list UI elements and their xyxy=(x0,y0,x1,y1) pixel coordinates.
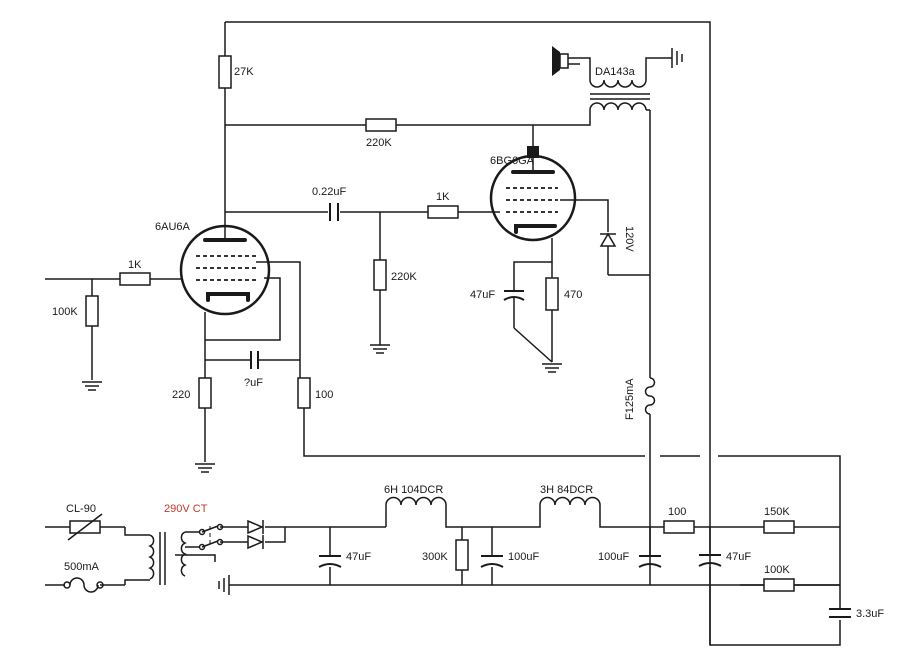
resistor-220k-feedback: 220K xyxy=(365,118,397,149)
choke-3h: 3H 84DCR xyxy=(539,484,601,506)
capacitor-47uf-2-label: 47uF xyxy=(726,551,751,563)
choke-6h: 6H 104DCR xyxy=(384,484,447,506)
resistor-100k-supply: 100K xyxy=(763,564,795,592)
resistor-1k-grid2: 1K xyxy=(427,191,459,219)
resistor-220k-grid: 220K xyxy=(373,259,417,291)
ground-symbol xyxy=(218,575,230,595)
capacitor-47uf-2: 47uF xyxy=(698,551,751,567)
power-transformer-label: 290V CT xyxy=(164,503,208,515)
resistor-220-cathode-label: 220 xyxy=(172,389,190,401)
capacitor-100uf-2-label: 100uF xyxy=(598,551,629,563)
resistor-100k-supply-label: 100K xyxy=(764,564,790,576)
capacitor-unknown: ?uF xyxy=(244,351,263,389)
resistor-100-feedback-label: 100 xyxy=(315,389,333,401)
capacitor-3-3uf: 3.3uF xyxy=(829,608,884,620)
capacitor-47uf-1-label: 47uF xyxy=(346,551,371,563)
rectifier-diodes xyxy=(247,519,264,550)
ground-symbol xyxy=(671,48,683,68)
capacitor-coupling: 0.22uF xyxy=(312,186,347,221)
resistor-1k-grid2-label: 1K xyxy=(436,191,450,203)
power-transformer: 290V CT xyxy=(148,503,208,585)
choke-6h-label: 6H 104DCR xyxy=(384,484,443,496)
resistor-150k: 150K xyxy=(763,506,795,534)
ground-symbol xyxy=(542,363,562,373)
zener-diode: 120V xyxy=(599,226,635,252)
wiring-input-stage xyxy=(45,261,841,608)
fuse-f125ma: F125mA xyxy=(624,377,656,420)
ground-symbol xyxy=(82,381,102,391)
resistor-27k: 27K xyxy=(218,55,254,89)
resistor-300k-label: 300K xyxy=(422,551,448,563)
capacitor-100uf-1: 100uF xyxy=(480,551,539,568)
resistor-100k-input-label: 100K xyxy=(52,306,78,318)
resistor-300k: 300K xyxy=(422,539,469,571)
fuse-500ma: 500mA xyxy=(63,561,104,593)
fuse-f125ma-label: F125mA xyxy=(624,378,636,420)
tube-6au6a-label: 6AU6A xyxy=(155,221,191,233)
resistor-220k-feedback-label: 220K xyxy=(366,137,392,149)
capacitor-47uf-cathode: 47uF xyxy=(470,289,525,301)
thermistor-cl90-label: CL-90 xyxy=(66,503,96,515)
transformer-label: DA143a xyxy=(595,66,636,78)
zener-diode-label: 120V xyxy=(623,226,635,252)
resistor-27k-label: 27K xyxy=(234,66,254,78)
resistor-100-supply-label: 100 xyxy=(668,506,686,518)
resistor-470: 470 xyxy=(545,277,582,311)
resistor-100k-input: 100K xyxy=(52,295,99,327)
choke-3h-label: 3H 84DCR xyxy=(540,484,593,496)
resistor-470-label: 470 xyxy=(564,289,582,301)
resistor-150k-label: 150K xyxy=(764,506,790,518)
fuse-500ma-label: 500mA xyxy=(64,561,100,573)
capacitor-100uf-2: 100uF xyxy=(598,551,662,568)
resistor-1k-grid1: 1K xyxy=(119,259,151,286)
output-transformer: DA143a xyxy=(589,66,650,111)
wiring-power-supply xyxy=(45,505,840,645)
capacitor-100uf-1-label: 100uF xyxy=(508,551,539,563)
ground-symbol xyxy=(370,344,390,354)
speaker-icon xyxy=(552,46,672,80)
ground-symbol xyxy=(195,463,215,473)
wiring-output-stage xyxy=(513,199,650,363)
tube-6au6a: 6AU6A xyxy=(155,221,271,316)
capacitor-coupling-label: 0.22uF xyxy=(312,186,347,198)
switch xyxy=(198,523,224,551)
tube-6bg6ga: 6BG6GA xyxy=(489,146,577,242)
resistor-220k-grid-label: 220K xyxy=(391,271,417,283)
resistor-220-cathode: 220 xyxy=(172,377,212,409)
capacitor-unknown-label: ?uF xyxy=(244,377,263,389)
tube-6bg6ga-label: 6BG6GA xyxy=(490,155,535,167)
capacitor-3-3uf-label: 3.3uF xyxy=(856,608,884,620)
resistor-1k-grid1-label: 1K xyxy=(128,259,142,271)
resistor-100-feedback: 100 xyxy=(297,377,333,409)
thermistor-cl90: CL-90 xyxy=(66,503,103,541)
capacitor-47uf-1: 47uF xyxy=(318,551,371,568)
capacitor-47uf-cathode-label: 47uF xyxy=(470,289,495,301)
resistor-100-supply: 100 xyxy=(663,506,695,534)
